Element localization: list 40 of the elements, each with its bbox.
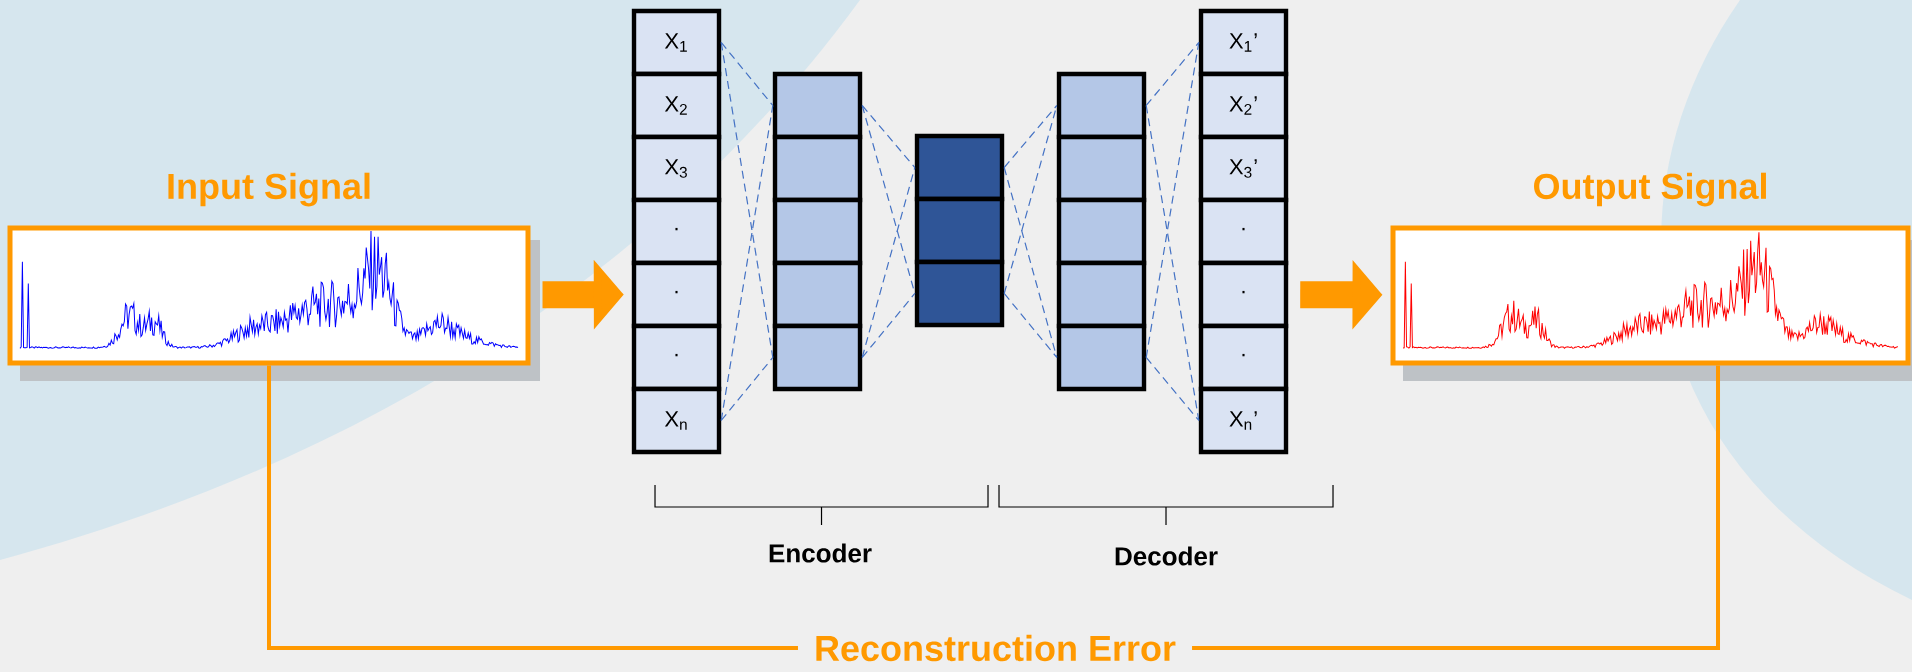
node-label: Output Signal (1534, 172, 1766, 207)
input-cell: X$_{3}$’ (1198, 134, 1289, 203)
connector-line (1145, 41, 1200, 359)
layer-label: Encoder (769, 543, 872, 563)
input-cell: X$_{3}$ (631, 134, 722, 203)
signal-box: Output Signal (1390, 172, 1912, 381)
connector-line (720, 356, 774, 422)
connector-line (861, 292, 916, 359)
input-cell: · (1198, 260, 1289, 329)
neuron-box (772, 323, 863, 392)
input-cell: X$_{n}$ (631, 386, 722, 455)
input-cell: · (631, 260, 722, 329)
input-cell: X$_{2}$ (631, 71, 722, 140)
input-cell: X$_{2}$’ (1198, 71, 1289, 140)
connector-line (720, 41, 774, 359)
node-label: Input Signal (168, 172, 370, 207)
connector-line (1145, 104, 1200, 422)
input-cell: · (631, 197, 722, 266)
connector-line (1003, 292, 1058, 359)
input-cell: · (631, 323, 722, 392)
layer-label: Decoder (1115, 546, 1218, 566)
input-cell: X$_{n}$’ (1198, 386, 1289, 455)
input-cell: X$_{1}$’ (1198, 8, 1289, 77)
connector-line (1003, 104, 1058, 295)
signal-box: Input Signal (7, 172, 540, 381)
connector-line (861, 104, 916, 295)
connector-line (1145, 41, 1200, 107)
edge-label: Reconstruction Error (798, 628, 1193, 668)
connector-line (861, 166, 916, 359)
connector-line (1145, 356, 1200, 422)
connector-line (720, 104, 774, 422)
connector-line (861, 104, 916, 169)
connector-line (1003, 104, 1058, 169)
input-cell: · (1198, 197, 1289, 266)
neuron-box (914, 259, 1005, 328)
input-cell: X$_{1}$ (631, 8, 722, 77)
connector-line (1003, 166, 1058, 359)
neuron-box (1056, 323, 1147, 392)
input-cell: · (1198, 323, 1289, 392)
connector-line (720, 41, 774, 107)
